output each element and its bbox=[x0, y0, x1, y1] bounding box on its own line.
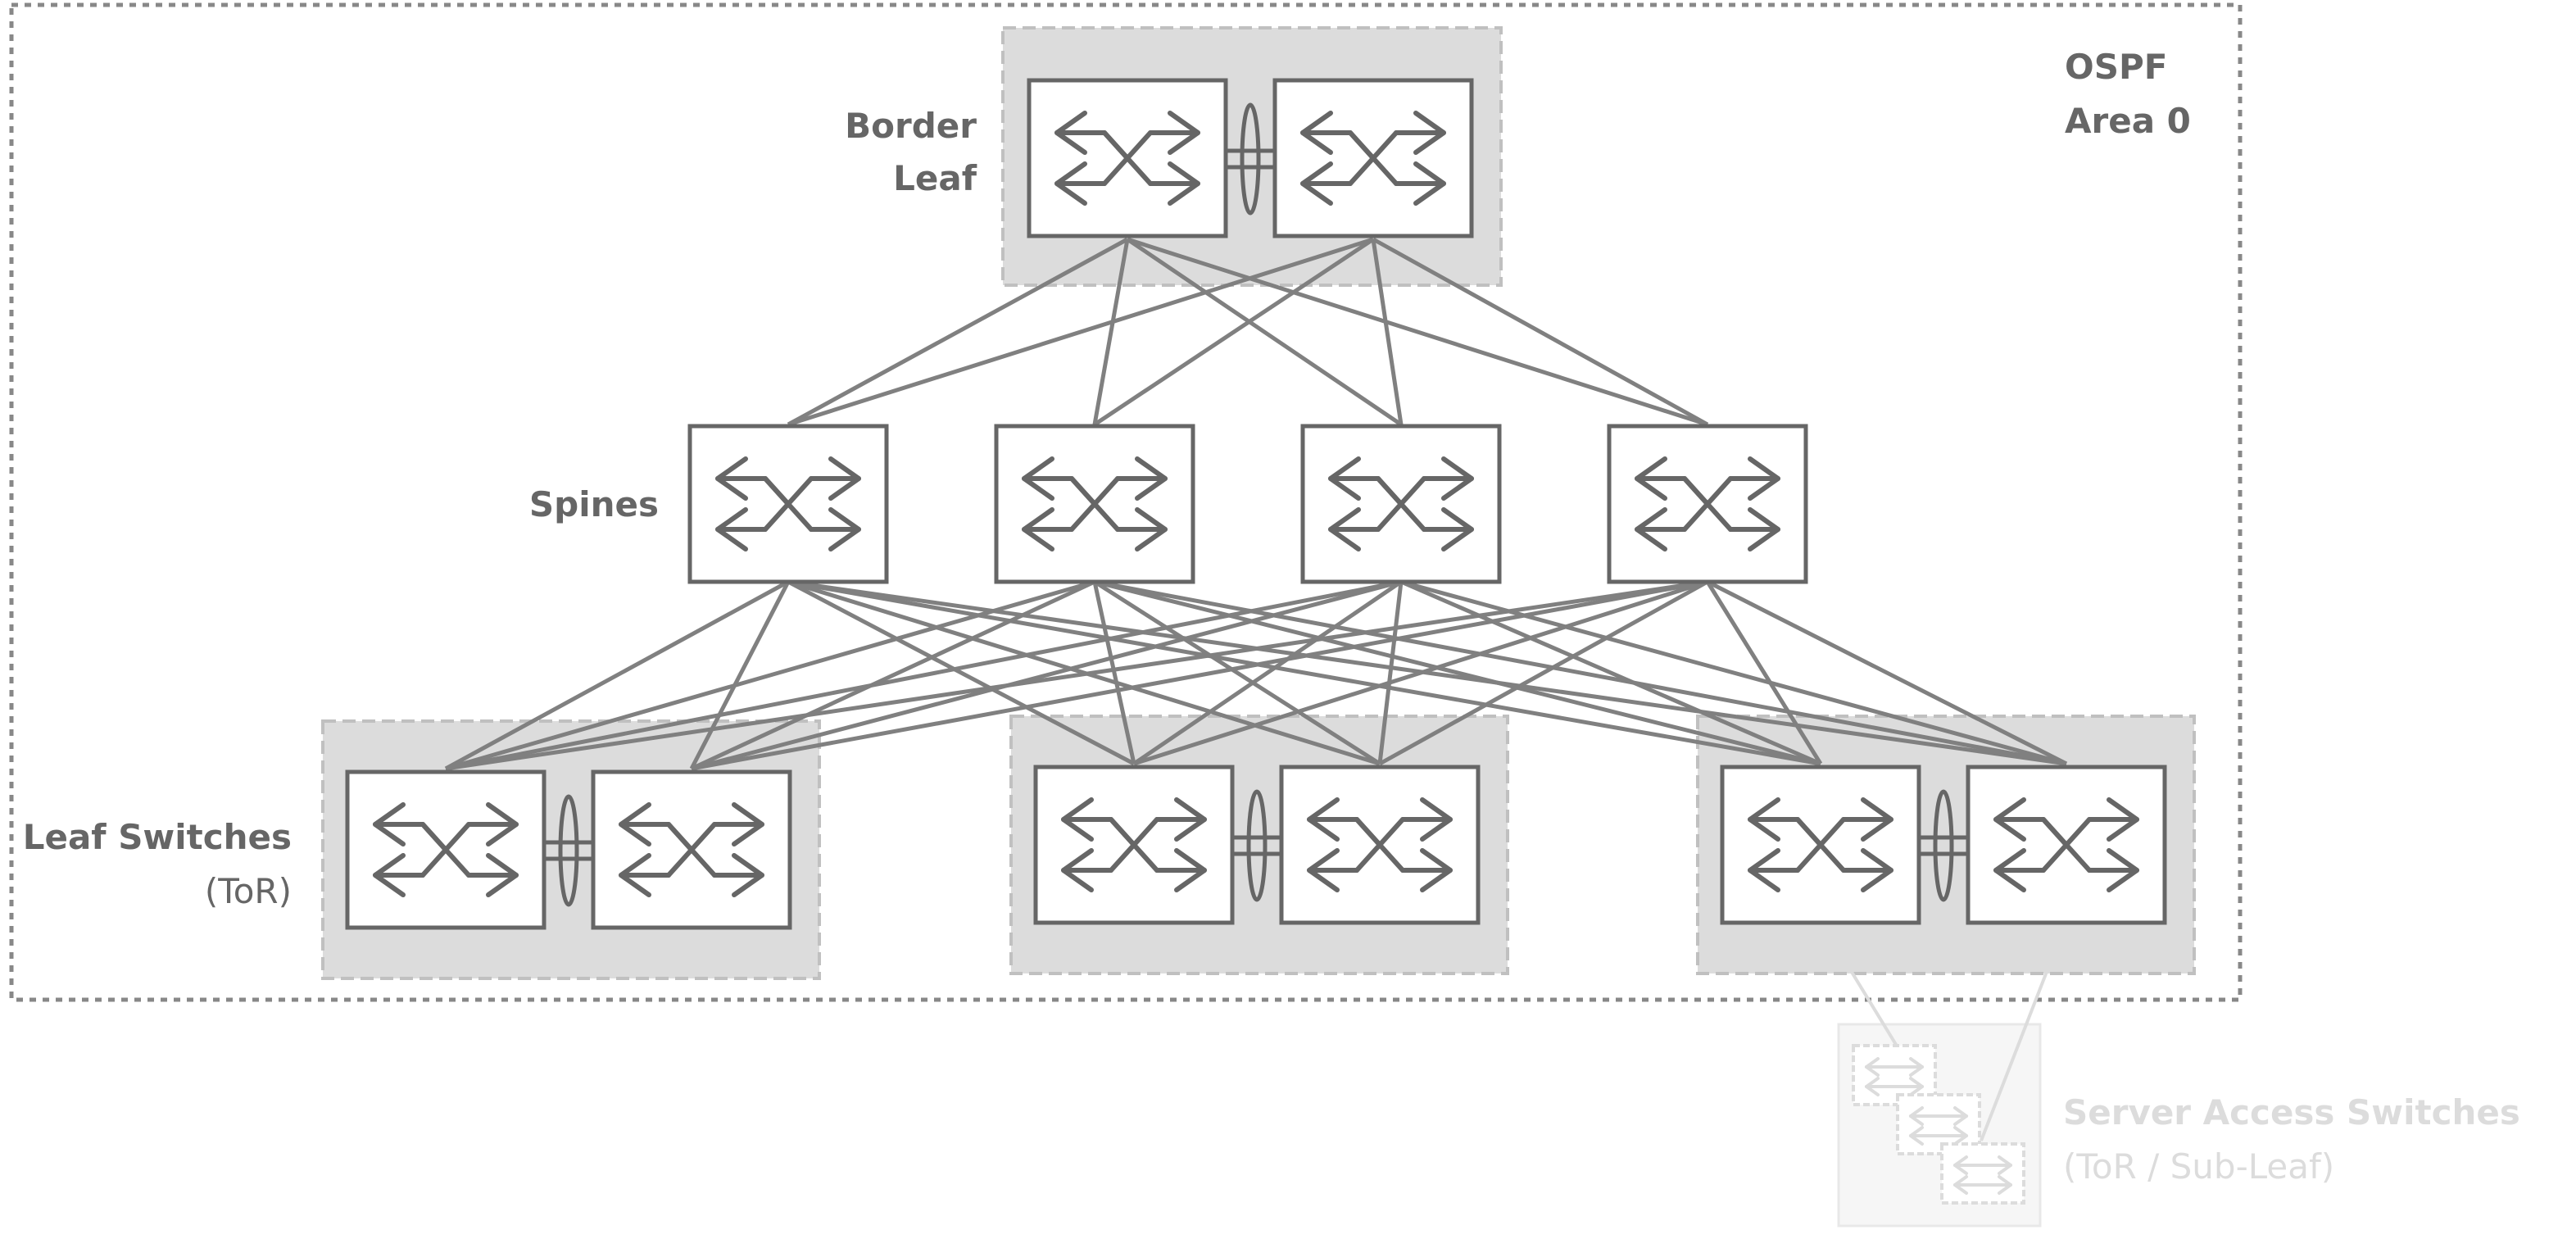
ospf-area-boundary bbox=[9, 2, 2243, 1002]
spine-switch-4 bbox=[1609, 426, 1806, 582]
server-access-switch-3 bbox=[1940, 1142, 2025, 1205]
spine-switch-2 bbox=[996, 426, 1193, 582]
border-leaf-switch-2 bbox=[1275, 80, 1472, 236]
spine-switch-3 bbox=[1303, 426, 1499, 582]
leaf-switch-3b bbox=[1968, 767, 2165, 923]
server-access-links bbox=[1819, 919, 2068, 1141]
leaf-switches-label: Leaf Switches bbox=[23, 817, 292, 857]
leaf-switch-1b bbox=[593, 772, 790, 928]
leaf-label: Leaf bbox=[893, 158, 977, 198]
border-to-spine-links bbox=[787, 237, 1709, 427]
leaf-switch-3a bbox=[1722, 767, 1919, 923]
server-access-sub-label: (ToR / Sub-Leaf) bbox=[2063, 1146, 2334, 1187]
leaf-switch-2a bbox=[1036, 767, 1232, 923]
spine-to-leaf-links bbox=[444, 579, 2068, 771]
border-label: Border bbox=[845, 106, 977, 146]
ospf-label: OSPF bbox=[2065, 47, 2167, 87]
spine-switch-1 bbox=[690, 426, 887, 582]
spines-label: Spines bbox=[529, 484, 659, 524]
server-access-label: Server Access Switches bbox=[2063, 1092, 2520, 1132]
leaf-tor-label: (ToR) bbox=[205, 871, 292, 911]
border-leaf-switch-1 bbox=[1029, 80, 1226, 236]
leaf-switch-1a bbox=[347, 772, 544, 928]
leaf-switch-2b bbox=[1281, 767, 1478, 923]
area-label: Area 0 bbox=[2065, 101, 2191, 141]
